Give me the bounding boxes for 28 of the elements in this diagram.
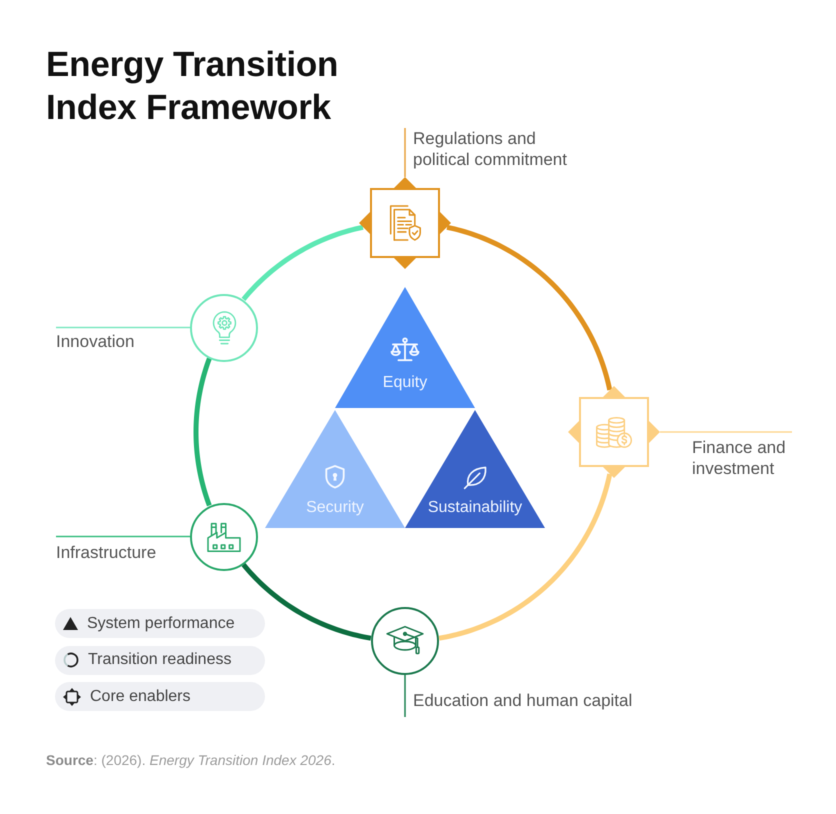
ring-arc: [194, 358, 212, 506]
pillar-label: Sustainability: [426, 498, 524, 518]
diamond-icon-frame: [568, 386, 660, 478]
enabler-label: Regulations and political commitment: [405, 128, 585, 170]
leader-line: [404, 128, 406, 177]
enabler-label: Finance and investment: [692, 432, 792, 479]
enabler-label: Infrastructure: [56, 536, 186, 562]
ring-arc: [446, 224, 612, 390]
leader-line: [56, 326, 190, 328]
leader-line: [660, 431, 792, 433]
legend-text: Core enablers: [90, 686, 190, 706]
legend-text: Transition readiness: [88, 650, 232, 670]
pillar-triangle: [335, 287, 475, 408]
title: Energy Transition Index Framework: [46, 44, 340, 129]
enabler-label: Education and human capital: [405, 690, 665, 717]
ring-arc: [242, 224, 364, 301]
legend-text: System performance: [87, 614, 235, 634]
pillar-label: Security: [305, 498, 365, 518]
source-note: Source: (2026). Energy Transition Index 2026.: [46, 751, 336, 769]
diamond-icon-frame: [359, 177, 451, 269]
ring-arc: [438, 474, 612, 641]
pillar-label: Equity: [382, 373, 428, 393]
pillar-triangle: [265, 410, 405, 528]
enabler-label: Innovation: [56, 328, 186, 352]
ring-arc: [242, 563, 372, 641]
pillar-triangle: [405, 410, 545, 528]
leader-line: [404, 675, 406, 717]
leader-line: [56, 536, 190, 538]
